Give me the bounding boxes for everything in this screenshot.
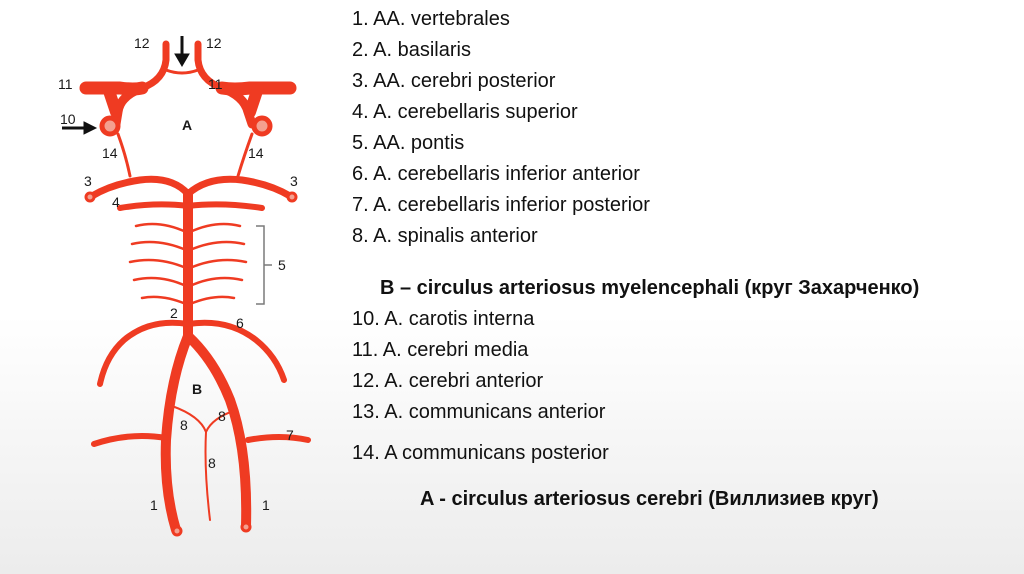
anterior-spinal-artery-trunk <box>204 431 211 521</box>
anterior-inferior-cerebellar-artery-left <box>97 319 191 387</box>
pontine-bracket <box>256 225 272 305</box>
anterior-communicating-artery <box>164 68 200 75</box>
pontine-artery <box>188 258 248 270</box>
label-14-right: 14 <box>248 145 264 161</box>
vertebral-end-right <box>240 521 252 533</box>
posterior-cerebral-artery-right <box>184 175 294 200</box>
label-11-left: 11 <box>58 76 73 92</box>
vertebral-artery-left <box>160 331 193 535</box>
label-8-bottom: 8 <box>208 455 216 471</box>
label-10: 10 <box>60 111 76 127</box>
label-1-right: 1 <box>262 497 270 513</box>
posterior-inferior-cerebellar-artery-right <box>245 434 311 443</box>
label-8-right: 8 <box>218 408 226 424</box>
label-3-left: 3 <box>84 173 92 189</box>
label-4: 4 <box>112 194 120 210</box>
label-1-left: 1 <box>150 497 158 513</box>
middle-cerebral-artery-right <box>215 81 297 96</box>
pontine-artery <box>134 222 188 234</box>
label-12-right: 12 <box>206 35 222 51</box>
posterior-communicating-artery-left <box>116 132 132 178</box>
legend-item-12: 12. A. cerebri anterior <box>352 370 544 392</box>
label-7: 7 <box>286 427 294 443</box>
legend-item-7: 7. A. cerebellaris inferior posterior <box>352 194 650 216</box>
posterior-cerebral-artery-left <box>88 175 192 200</box>
posterior-communicating-artery-right <box>236 132 254 178</box>
legend-item-5: 5. AA. pontis <box>352 132 465 154</box>
right-arrow-icon <box>62 121 98 135</box>
label-12-left: 12 <box>134 35 150 51</box>
internal-carotid-end-right <box>251 115 273 137</box>
label-region-b: B <box>192 381 202 397</box>
pontine-artery <box>128 258 188 270</box>
pontine-artery <box>132 276 188 288</box>
label-14-left: 14 <box>102 145 118 161</box>
label-6: 6 <box>236 315 244 331</box>
heading-circulus-cerebri: A - circulus arteriosus cerebri (Виллизи… <box>420 488 879 510</box>
arterial-diagram: 12 12 11 11 10 A 14 14 3 3 4 5 2 6 B 8 8… <box>58 35 311 537</box>
label-region-a: A <box>182 117 192 133</box>
legend-item-14: 14. A communicans posterior <box>352 442 609 464</box>
posterior-inferior-cerebellar-artery-left <box>91 433 169 447</box>
legend-item-2: 2. A. basilaris <box>352 39 471 61</box>
legend-item-6: 6. A. cerebellaris inferior anterior <box>352 163 640 185</box>
legend-item-10: 10. A. carotis interna <box>352 308 535 330</box>
legend-item-1: 1. AA. vertebrales <box>352 8 510 30</box>
heading-circulus-myelencephali: B – circulus arteriosus myelencephali (к… <box>380 277 920 299</box>
superior-cerebellar-artery-right <box>185 201 265 211</box>
pontine-artery <box>188 295 236 306</box>
anterior-spinal-artery-right <box>205 409 237 433</box>
pontine-artery <box>188 276 244 288</box>
label-8-left: 8 <box>180 417 188 433</box>
middle-cerebral-branch-left <box>102 82 122 118</box>
vertebral-artery-right <box>183 331 252 531</box>
label-11-right: 11 <box>208 76 223 92</box>
label-5: 5 <box>278 257 286 273</box>
legend-item-8: 8. A. spinalis anterior <box>352 225 538 247</box>
legend-item-11: 11. A. cerebri media <box>352 339 529 361</box>
label-3-right: 3 <box>290 173 298 189</box>
anterior-inferior-cerebellar-artery-right <box>185 319 287 383</box>
label-2: 2 <box>170 305 178 321</box>
down-arrow-icon <box>174 36 190 67</box>
legend-item-13: 13. A. communicans anterior <box>352 401 606 423</box>
pontine-artery <box>130 240 188 252</box>
legend: 1. AA. vertebrales 2. A. basilaris 3. AA… <box>352 4 1012 515</box>
posterior-cerebral-end-right <box>286 191 298 203</box>
vertebral-end-left <box>171 525 183 537</box>
pontine-artery <box>188 222 242 234</box>
middle-cerebral-branch-right <box>244 82 264 118</box>
posterior-cerebral-end-left <box>84 191 96 203</box>
pontine-artery <box>140 295 188 306</box>
anterior-spinal-artery-left <box>171 405 207 433</box>
legend-item-3: 3. AA. cerebri posterior <box>352 70 556 92</box>
middle-cerebral-artery-left <box>79 81 149 96</box>
pontine-artery <box>188 240 246 252</box>
legend-item-4: 4. A. cerebellaris superior <box>352 101 578 123</box>
superior-cerebellar-artery-left <box>117 201 191 211</box>
internal-carotid-end-left <box>99 115 121 137</box>
